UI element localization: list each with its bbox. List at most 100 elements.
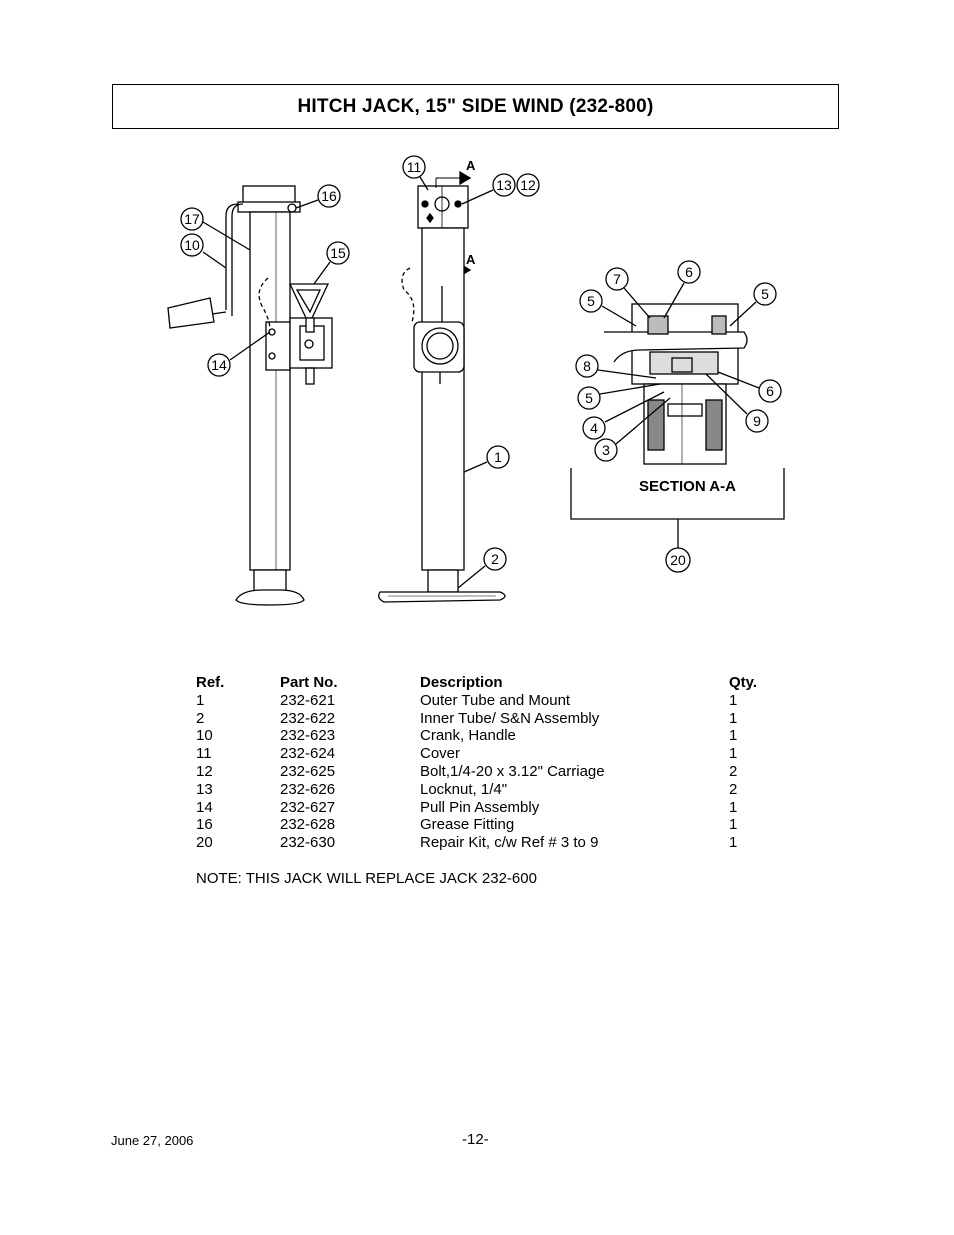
svg-text:5: 5 (761, 286, 769, 302)
cell-ref: 11 (196, 745, 212, 763)
cell-part: 232-621 (280, 691, 336, 709)
cell-part: 232-623 (280, 727, 336, 745)
svg-text:6: 6 (685, 264, 693, 280)
callout-13: 13 (461, 173, 516, 205)
svg-text:10: 10 (184, 237, 200, 253)
cell-desc: Inner Tube/ S&N Assembly (420, 709, 600, 727)
header-qty: Qty. (729, 674, 758, 691)
svg-text:7: 7 (613, 271, 621, 287)
cell-qty: 2 (729, 780, 738, 798)
callout-2: 2 (457, 547, 507, 589)
callout-16: 16 (295, 184, 341, 209)
cell-ref: 20 (196, 834, 213, 852)
cell-part: 232-624 (280, 745, 336, 763)
callout-5-lower: 5 (577, 383, 661, 410)
cell-ref: 2 (196, 709, 205, 727)
svg-text:17: 17 (184, 211, 200, 227)
table-row: 11 232-624 Cover 1 (196, 745, 796, 763)
cell-qty: 1 (729, 745, 738, 763)
svg-text:5: 5 (585, 390, 593, 406)
cell-qty: 1 (729, 727, 738, 745)
cell-qty: 2 (729, 762, 738, 780)
svg-text:4: 4 (590, 420, 598, 436)
table-row: 2 232-622 Inner Tube/ S&N Assembly 1 (196, 710, 796, 728)
page-title: HITCH JACK, 15" SIDE WIND (232-800) (297, 95, 654, 117)
svg-text:9: 9 (753, 413, 761, 429)
callout-6-bottom: 6 (717, 371, 782, 403)
cell-part: 232-627 (280, 798, 336, 816)
svg-text:8: 8 (583, 358, 591, 374)
header-description: Description (420, 674, 503, 691)
callout-9: 9 (705, 373, 769, 433)
replacement-note: NOTE: THIS JACK WILL REPLACE JACK 232-60… (196, 870, 537, 887)
callout-5-left: 5 (579, 289, 637, 327)
cell-qty: 1 (729, 709, 738, 727)
callout-5-right: 5 (729, 282, 777, 327)
table-row: 13 232-626 Locknut, 1/4" 2 (196, 781, 796, 799)
callouts: 17 10 16 15 14 11 13 12 1 2 7 6 5 5 8 6 … (180, 155, 782, 589)
cell-qty: 1 (729, 834, 738, 852)
svg-text:1: 1 (494, 449, 502, 465)
cell-part: 232-622 (280, 709, 336, 727)
cell-qty: 1 (729, 798, 738, 816)
jack-side-view (167, 185, 333, 606)
cell-desc: Cover (420, 745, 461, 763)
cell-part: 232-630 (280, 834, 336, 852)
callout-15: 14 (207, 331, 271, 377)
jack-front-view (378, 170, 506, 603)
footer-date: June 27, 2006 (111, 1133, 194, 1148)
table-row: 1 232-621 Outer Tube and Mount 1 (196, 692, 796, 710)
callout-6-top: 6 (663, 260, 701, 319)
cell-part: 232-628 (280, 816, 336, 834)
callout-11: 11 (402, 155, 429, 191)
cell-ref: 13 (196, 780, 213, 798)
title-box: HITCH JACK, 15" SIDE WIND (232-800) (112, 84, 839, 129)
callout-7: 7 (605, 267, 651, 319)
callout-8: 8 (575, 354, 657, 379)
svg-text:12: 12 (520, 177, 536, 193)
svg-text:16: 16 (321, 188, 337, 204)
table-row: 12 232-625 Bolt,1/4-20 x 3.12" Carriage 2 (196, 763, 796, 781)
callout-3: 3 (594, 397, 671, 462)
cell-part: 232-625 (280, 762, 336, 780)
svg-text:6: 6 (766, 383, 774, 399)
cell-part: 232-626 (280, 780, 336, 798)
cell-ref: 10 (196, 727, 213, 745)
svg-text:14: 14 (211, 357, 227, 373)
cell-ref: 1 (196, 691, 205, 709)
header-ref: Ref. (196, 674, 225, 691)
header-part-no: Part No. (280, 674, 338, 691)
section-a-a-label: SECTION A-A (639, 478, 736, 495)
parts-table-header: Ref. Part No. Description Qty. (196, 674, 796, 692)
callout-20: 20 (665, 547, 691, 573)
cell-desc: Locknut, 1/4" (420, 780, 508, 798)
callout-4: 4 (582, 391, 665, 440)
parts-table: Ref. Part No. Description Qty. 1 232-621 O… (196, 674, 796, 852)
cell-qty: 1 (729, 691, 738, 709)
cell-ref: 14 (196, 798, 213, 816)
svg-text:11: 11 (407, 159, 422, 175)
callout-12: 12 (516, 173, 540, 197)
svg-text:2: 2 (491, 551, 499, 567)
section-marker-top: A (466, 158, 476, 173)
svg-text:5: 5 (587, 293, 595, 309)
cell-desc: Outer Tube and Mount (420, 691, 571, 709)
cell-desc: Crank, Handle (420, 727, 516, 745)
cell-desc: Bolt,1/4-20 x 3.12" Carriage (420, 762, 605, 780)
cell-desc: Grease Fitting (420, 816, 515, 834)
table-row: 10 232-623 Crank, Handle 1 (196, 727, 796, 745)
callout-1: 1 (463, 445, 510, 473)
cell-ref: 12 (196, 762, 213, 780)
svg-text:3: 3 (602, 442, 610, 458)
callout-17: 17 (180, 207, 251, 251)
callout-14: 15 (313, 241, 350, 285)
svg-text:15: 15 (330, 245, 346, 261)
svg-text:20: 20 (670, 552, 686, 568)
section-marker-bottom: A (466, 252, 476, 267)
exploded-parts-diagram: SECTION A-A 17 10 16 15 14 11 13 12 1 2 … (167, 155, 785, 606)
section-a-a-view: SECTION A-A (570, 303, 785, 548)
cell-ref: 16 (196, 816, 213, 834)
svg-text:13: 13 (496, 177, 512, 193)
